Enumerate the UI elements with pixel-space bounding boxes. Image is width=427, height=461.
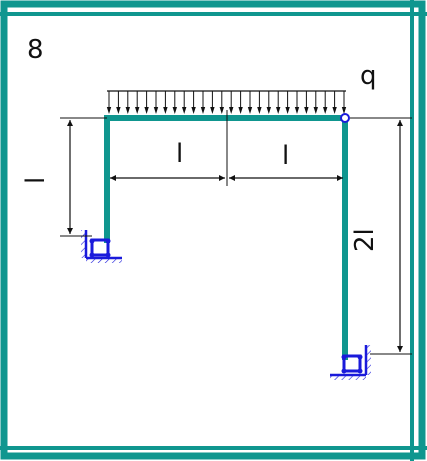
load-label: q [360, 61, 377, 91]
load-arrow-head [172, 107, 177, 114]
load-arrow-head [191, 107, 196, 114]
right-support-icon [330, 345, 371, 380]
load-arrow-head [210, 107, 215, 114]
extension-lines [60, 117, 412, 355]
hinge-icon [340, 113, 350, 123]
load-arrow-head [125, 107, 130, 114]
beam-left-span-label: l [176, 139, 183, 169]
load-arrow-head [238, 107, 243, 114]
load-arrow-head [116, 107, 121, 114]
load-arrow-head [219, 107, 224, 114]
right-column-height-label: 2l [350, 228, 380, 252]
load-arrow-head [182, 107, 187, 114]
load-arrow-head [144, 107, 149, 114]
load-arrow-head [153, 107, 159, 114]
problem-number: 8 [27, 35, 44, 65]
load-arrow-head [135, 107, 140, 114]
frame [104, 115, 348, 360]
load-arrow-head [200, 107, 206, 114]
load-arrow-head [341, 107, 347, 114]
load-arrow-head [229, 107, 234, 114]
distributed-load [106, 90, 347, 114]
load-arrow-head [247, 107, 253, 114]
left-column-height-label: l [21, 177, 51, 184]
load-arrow-head [323, 107, 328, 114]
load-arrow-head [276, 107, 281, 114]
load-arrow-head [266, 107, 271, 114]
load-arrow-head [332, 107, 337, 114]
load-arrow-head [304, 107, 309, 114]
left-support-icon [81, 230, 122, 263]
load-arrow-head [163, 107, 168, 114]
load-arrow-head [294, 107, 300, 114]
beam-right-span-label: l [282, 141, 289, 171]
load-arrow-head [257, 107, 262, 114]
load-arrow-head [106, 107, 112, 114]
load-arrow-head [313, 107, 318, 114]
load-arrow-head [285, 107, 290, 114]
